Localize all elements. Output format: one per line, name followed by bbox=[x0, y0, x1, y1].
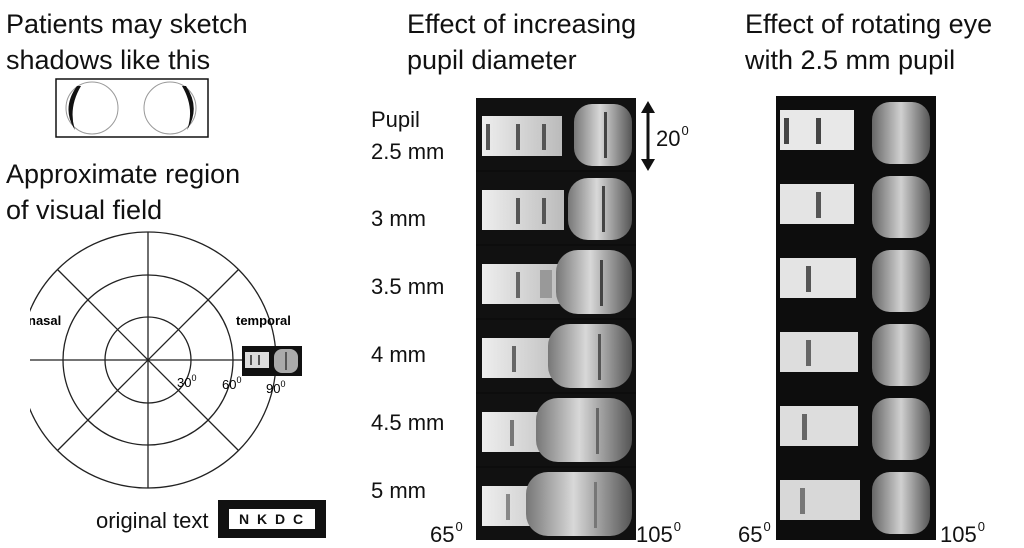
row-label-3: 3.5 mm bbox=[371, 274, 445, 299]
ring-label-90: 900 bbox=[266, 379, 285, 396]
region-title-line1: Approximate region bbox=[6, 159, 241, 189]
panel-2.5mm bbox=[476, 98, 636, 170]
shadow-sketch-figure bbox=[55, 78, 209, 138]
rotating-eye-title: Effect of rotating eye with 2.5 mm pupil bbox=[745, 6, 1024, 78]
visual-field-diagram: nasal temporal 300 600 900 bbox=[30, 231, 302, 489]
rot-panel-3 bbox=[780, 250, 930, 312]
region-title: Approximate region of visual field bbox=[6, 156, 336, 228]
rot-panel-2 bbox=[780, 176, 930, 238]
angular-scale-label: 200 bbox=[656, 123, 689, 151]
row-label-5: 4.5 mm bbox=[371, 410, 445, 435]
region-thumbnail bbox=[242, 346, 302, 376]
middle-axis-left: 650 bbox=[430, 519, 463, 547]
row-label-1-line2: 2.5 mm bbox=[371, 139, 445, 164]
rot-panel-5 bbox=[780, 398, 930, 460]
right-shadow-crescent bbox=[182, 86, 194, 130]
shadow-sketch-title: Patients may sketch shadows like this bbox=[6, 6, 306, 78]
panel-4mm bbox=[476, 320, 636, 392]
ring-label-60: 600 bbox=[222, 375, 241, 392]
region-title-line2: of visual field bbox=[6, 195, 163, 225]
temporal-label: temporal bbox=[236, 313, 291, 328]
rot-panel-6 bbox=[780, 472, 930, 534]
original-text-box: N K D C bbox=[218, 500, 326, 538]
row-label-1: Pupil 2.5 mm bbox=[371, 104, 444, 168]
panel-4.5mm bbox=[476, 394, 636, 466]
panel-5mm bbox=[476, 468, 636, 540]
pupil-diameter-title-line1: Effect of increasing bbox=[407, 9, 637, 39]
pupil-diameter-title-line2: pupil diameter bbox=[407, 45, 577, 75]
row-label-1-line1: Pupil bbox=[371, 107, 420, 132]
rot-panel-4 bbox=[780, 324, 930, 386]
row-label-2: 3 mm bbox=[371, 206, 426, 231]
shadow-sketch-title-line1: Patients may sketch bbox=[6, 9, 248, 39]
original-text-label: original text bbox=[96, 508, 209, 533]
panel-3.5mm bbox=[476, 246, 636, 318]
rotating-eye-title-line2: with 2.5 mm pupil bbox=[745, 45, 956, 75]
panel-3mm bbox=[476, 172, 636, 244]
right-axis-right: 1050 bbox=[940, 519, 985, 547]
original-text-sample: N K D C bbox=[229, 509, 315, 529]
middle-axis-right: 1050 bbox=[636, 519, 681, 547]
shadow-sketch-title-line2: shadows like this bbox=[6, 45, 211, 75]
ring-label-30: 300 bbox=[177, 373, 196, 390]
pupil-diameter-image-strip bbox=[476, 98, 636, 540]
left-shadow-crescent bbox=[68, 86, 81, 130]
angular-scale-arrow bbox=[641, 101, 655, 171]
row-label-4: 4 mm bbox=[371, 342, 426, 367]
rotating-eye-title-line1: Effect of rotating eye bbox=[745, 9, 993, 39]
row-label-6: 5 mm bbox=[371, 478, 426, 503]
pupil-diameter-title: Effect of increasing pupil diameter bbox=[407, 6, 707, 78]
right-axis-left: 650 bbox=[738, 519, 771, 547]
nasal-label: nasal bbox=[30, 313, 61, 328]
rotating-eye-image-strip bbox=[776, 96, 936, 540]
rot-panel-1 bbox=[780, 102, 930, 164]
